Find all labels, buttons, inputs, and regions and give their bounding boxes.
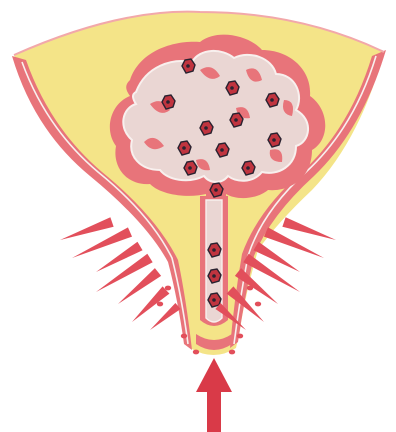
tissue-dot bbox=[247, 286, 253, 291]
radiating-stroke bbox=[282, 217, 336, 240]
tissue-dot bbox=[237, 334, 243, 339]
upward-arrow-icon bbox=[196, 358, 232, 432]
tissue-dot bbox=[181, 334, 187, 339]
radiating-stroke bbox=[60, 217, 114, 240]
tissue-dot bbox=[157, 302, 163, 307]
tissue-dot bbox=[255, 302, 261, 307]
radiating-stroke bbox=[150, 303, 181, 330]
tissue-dot bbox=[229, 350, 235, 355]
tissue-dot bbox=[193, 350, 199, 355]
tissue-dot bbox=[165, 286, 171, 291]
